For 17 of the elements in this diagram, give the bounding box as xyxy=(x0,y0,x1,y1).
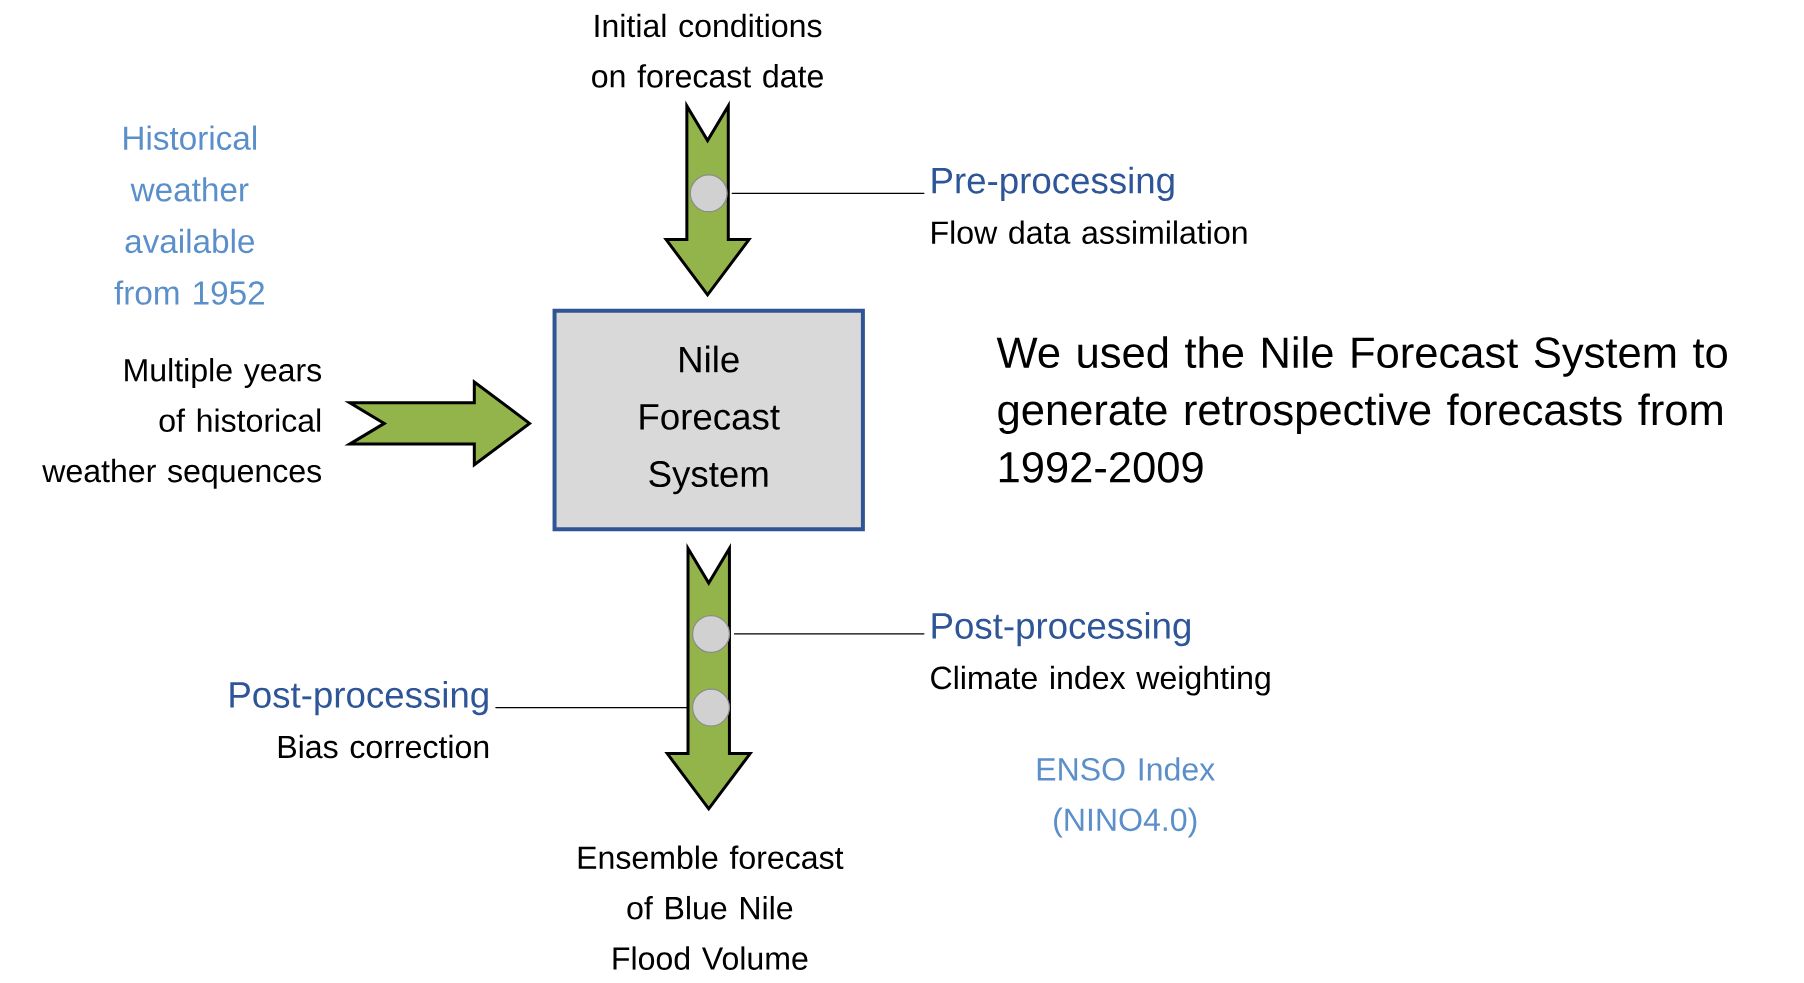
leader-line xyxy=(494,706,689,709)
note-text: ENSO Index (NINO4.0) xyxy=(1037,757,1215,838)
input-text: Multiple years of historical weather sequences xyxy=(42,358,322,489)
callout-text: Pre-processing Flow data assimilation xyxy=(932,166,1247,244)
callout-text: Post-processing Bias correction xyxy=(230,681,489,759)
circle-marker xyxy=(692,688,731,727)
output-text: Ensemble forecast of Blue Nile Flood Volume xyxy=(578,845,844,970)
process-box: Nile Forecast System xyxy=(552,308,865,532)
callout-text: Post-processing Climate index weighting xyxy=(931,612,1270,696)
statement-text: We used the Nile Forecast System to generate retrospective forecasts from 1992-2009 xyxy=(996,336,1727,483)
leader-line xyxy=(733,633,925,635)
leader-line xyxy=(731,192,925,194)
circle-marker xyxy=(692,614,731,653)
input-text: Initial conditions on forecast date xyxy=(592,13,823,88)
circle-marker xyxy=(689,174,728,213)
block-arrow xyxy=(344,379,533,468)
note-text: Historical weather available from 1952 xyxy=(114,125,264,305)
